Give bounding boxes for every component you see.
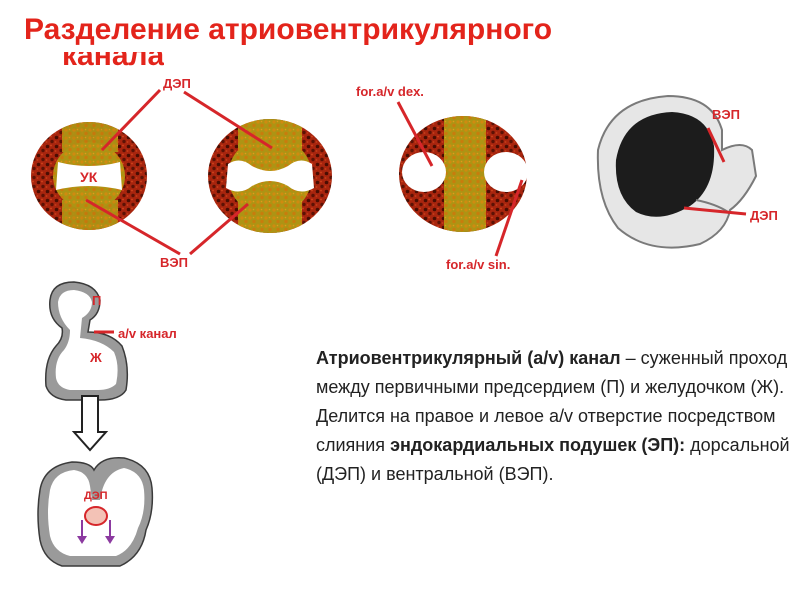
atrium-p-label: П (92, 293, 102, 308)
dep-right-label: ДЭП (750, 208, 778, 223)
heart-outline-large (37, 457, 154, 567)
for-av-dex-label: for.a/v dex. (356, 84, 424, 99)
dep-top-label: ДЭП (163, 76, 191, 91)
vep-right-label: ВЭП (712, 107, 740, 122)
slide-title-overflow: канала (62, 52, 165, 72)
description-text: Атриовентрикулярный (a/v) канал – суженн… (276, 344, 791, 489)
av-canal-ring-1 (31, 122, 147, 230)
av-canal-ring-2 (208, 119, 332, 233)
ventricle-zh-label: Ж (90, 350, 102, 365)
pointer-lines (85, 88, 747, 334)
description-paragraph-2: Делится на правое и левое a/v отверстие … (316, 406, 790, 484)
slide-title: Разделение атриовентрикулярного (24, 13, 553, 46)
down-arrow-icon (71, 395, 109, 452)
vep-bottom-label: ВЭП (160, 255, 188, 270)
uk-label: УК (80, 169, 98, 185)
heart-outline-small (44, 281, 129, 401)
description-paragraph-1: Атриовентрикулярный (a/v) канал – суженн… (316, 348, 788, 397)
for-av-sin-label: for.a/v sin. (446, 257, 511, 272)
av-canal-label: a/v канал (118, 326, 177, 341)
av-canal-ring-3 (399, 116, 528, 232)
dep-lower-label: ДЭП (84, 490, 108, 502)
